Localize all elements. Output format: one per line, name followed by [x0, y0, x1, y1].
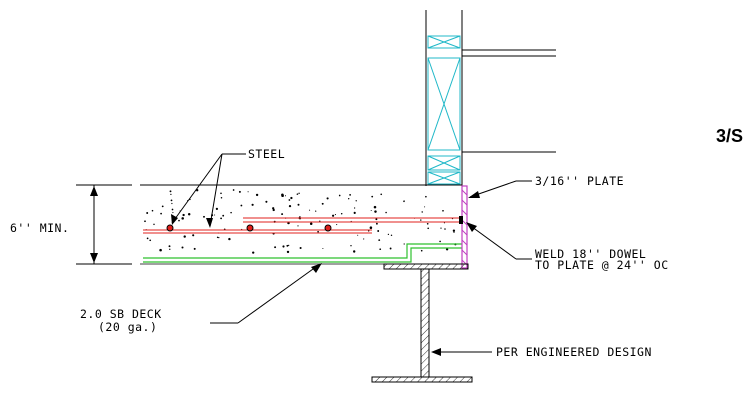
- steel-beam: [371, 263, 473, 383]
- weld-leader: [466, 222, 532, 260]
- embed-plate: [459, 185, 468, 269]
- plate-leader: [468, 180, 532, 198]
- weld-label-line1: WELD 18'' DOWEL: [535, 247, 646, 261]
- deck-label-line1: 2.0 SB DECK: [80, 307, 162, 321]
- depth-label: 6'' MIN.: [10, 221, 69, 235]
- metal-deck: [143, 243, 462, 263]
- deck-leader: [210, 263, 322, 324]
- stud-wall: [425, 10, 556, 186]
- steel-label: STEEL: [248, 147, 285, 161]
- weld-label-line2: TO PLATE @ 24'' OC: [535, 258, 669, 272]
- steel-leader: [171, 153, 246, 228]
- plate-label: 3/16'' PLATE: [535, 174, 624, 188]
- detail-tag: 3/S: [716, 126, 743, 146]
- depth-dimension: [76, 184, 132, 265]
- beam-leader: [431, 348, 492, 356]
- concrete-slab: [140, 184, 463, 268]
- rebar: [143, 217, 460, 234]
- beam-label: PER ENGINEERED DESIGN: [496, 345, 652, 359]
- rebar-dots: [166, 224, 332, 232]
- deck-label-line2: (20 ga.): [98, 320, 157, 334]
